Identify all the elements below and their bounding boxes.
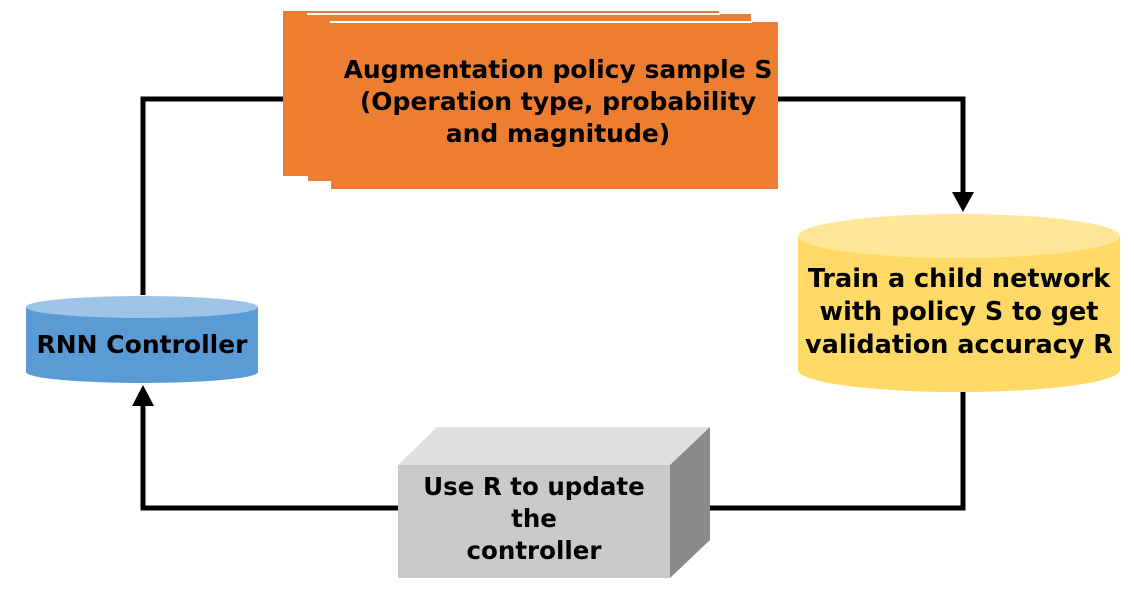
update-box-top-face [398,427,710,465]
policy-sample-stack [283,11,778,189]
arrow-policy-to-child [778,96,966,198]
policy-sample-line: and magnitude) [445,119,671,148]
rnn-controller-cylinder [26,296,258,383]
child-network-line: validation accuracy R [805,330,1113,361]
policy-sample-text: Augmentation policy sample S (Operation … [285,54,831,150]
update-box-side-face [670,427,710,578]
update-line: the [511,503,557,533]
child-network-cylinder [798,214,1120,392]
update-box-3d [398,427,710,578]
child-network-text: Train a child network with policy S to g… [798,263,1120,362]
connector-controller-to-policy [140,96,285,295]
child-network-line: Train a child network [807,264,1111,294]
update-line: controller [466,535,602,565]
connector-child-to-update [700,390,966,511]
arrowhead-policy-to-child [952,192,974,212]
update-box-front-face [398,465,670,578]
policy-sample-front-card [330,22,778,189]
policy-sample-line: (Operation type, probability [359,87,757,116]
rnn-controller-text: RNN Controller [36,330,248,359]
update-text: Use R to update the controller [398,471,670,567]
policy-sample-line: Augmentation policy sample S [343,55,773,84]
arrowhead-update-to-controller [132,385,154,406]
child-network-line: with policy S to get [819,297,1099,328]
arrow-update-to-controller [140,400,400,511]
update-line: Use R to update [423,472,645,501]
